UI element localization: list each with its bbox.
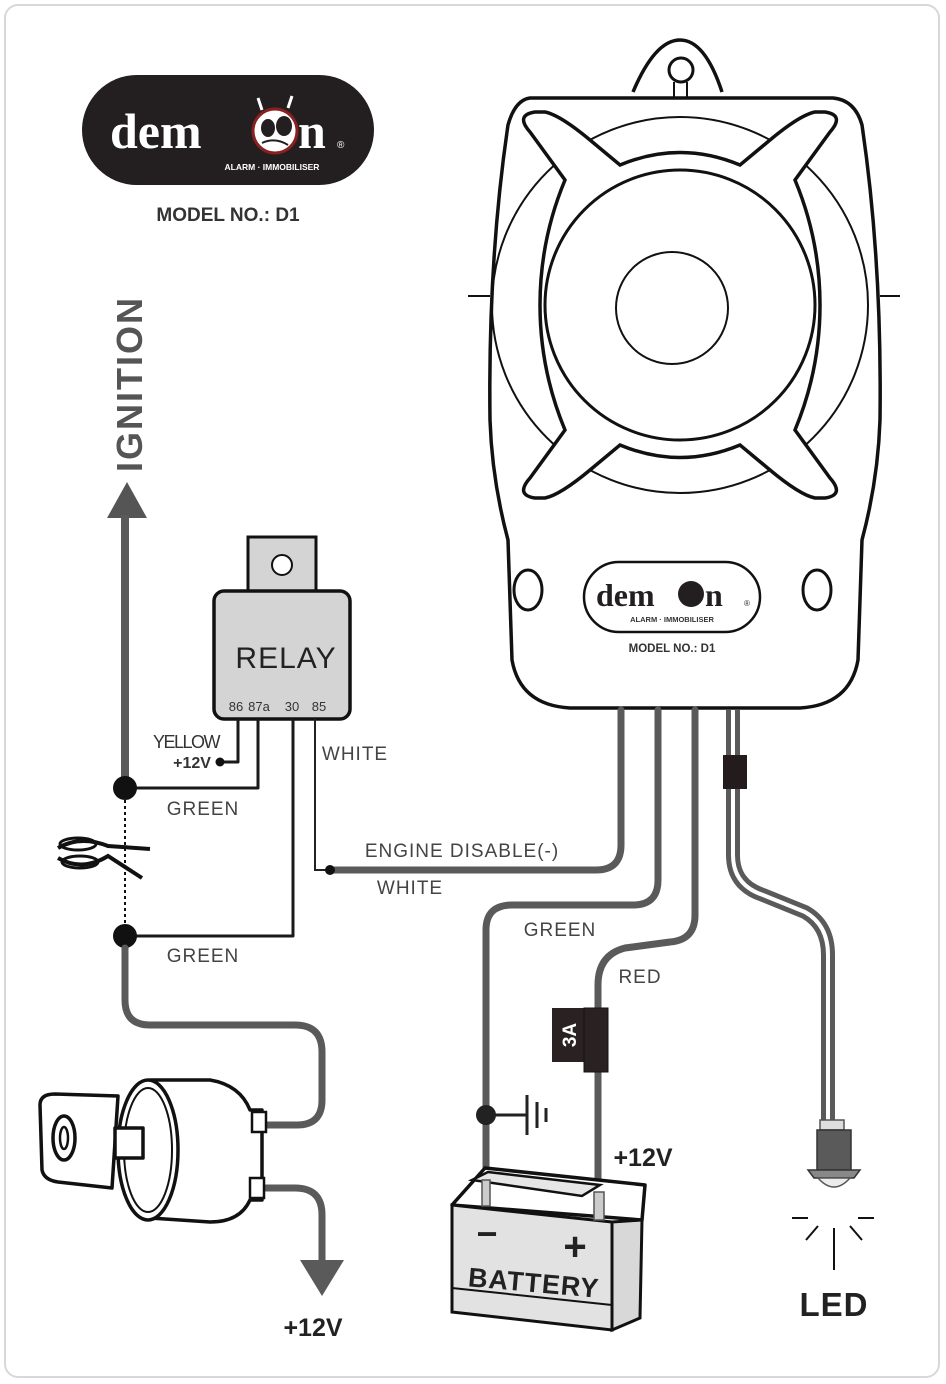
white-relay-label: WHITE [322,744,388,765]
unit-logo-text-left: dem [596,577,655,613]
scissors-icon [56,836,151,880]
switch-output-wire [258,1184,326,1266]
green-ground-wire [482,706,662,1184]
junction-lower [113,924,137,948]
unit-logo-tagline: ALARM · IMMOBILISER [630,615,714,624]
relay-body [212,589,352,721]
fuse-3a: 3A [552,1007,609,1073]
output-arrow-icon [300,1260,344,1296]
unit-logo [582,560,762,634]
green-upper-label: GREEN [167,799,240,820]
model-number: MODEL NO.: D1 [156,205,300,226]
relay-pin-85: 85 [312,699,326,714]
logo-tagline: ALARM · IMMOBILISER [225,162,320,172]
unit-registered-mark: ® [744,599,750,608]
relay-mount-hole [271,554,293,576]
alarm-siren-unit: dem n ® ALARM · IMMOBILISER MODEL NO.: D… [468,38,900,710]
engine-disable-wire [326,706,625,874]
relay-pin-87a: 87a [248,699,270,714]
unit-demon-face-icon [678,581,704,607]
yellow-voltage-label: +12V [173,755,211,772]
led-wire-core [731,710,830,1125]
green-lower-wire [130,719,295,938]
logo-text-right: n [298,103,326,159]
ignition-key-switch-icon [38,1078,268,1224]
battery-voltage-label: +12V [613,1144,672,1172]
battery-icon [450,1166,647,1333]
fuse-rating: 3A [560,1023,581,1048]
relay-pin-30: 30 [285,699,299,714]
relay: RELAY 86 87a 30 85 [212,535,352,721]
logo-text-left: dem [110,103,202,159]
green-lower-label: GREEN [167,946,240,967]
led-indicator-icon [792,1119,874,1270]
red-power-wire [594,706,699,1199]
ignition-label: IGNITION [109,296,150,472]
battery-minus-label: − [476,1213,497,1254]
switch-output-voltage: +12V [283,1314,342,1342]
ground-symbol-icon [486,1095,548,1135]
red-wire-label: RED [618,967,661,988]
demon-face-icon [251,95,299,155]
ignition-switch-wire [121,944,326,1129]
engine-disable-label: ENGINE DISABLE(-) [365,841,559,862]
white-relay-wire [314,719,330,871]
fuse-body [583,1007,609,1073]
unit-model-number: MODEL NO.: D1 [629,643,716,655]
logo-background [82,75,374,185]
unit-logo-text-right: n [705,577,723,613]
fuse-label-plate [552,1008,586,1062]
yellow-terminal [215,757,225,767]
relay-title: RELAY [235,642,336,675]
engine-disable-terminal [325,865,335,875]
led-label: LED [800,1286,869,1323]
junction-upper [113,776,137,800]
green-upper-wire [130,719,260,790]
led-wire-connector [723,755,747,789]
white-lower-label: WHITE [377,878,443,899]
ignition-arrow-icon [107,482,147,518]
green-ground-label: GREEN [524,920,597,941]
battery-plus-label: + [563,1225,586,1269]
relay-pin-86: 86 [229,699,243,714]
registered-mark: ® [337,140,345,151]
yellow-wire [222,719,240,764]
yellow-wire-label: YELLOW [153,732,221,752]
brand-logo: dem n ® ALARM · IMMOBILISER [82,75,374,185]
